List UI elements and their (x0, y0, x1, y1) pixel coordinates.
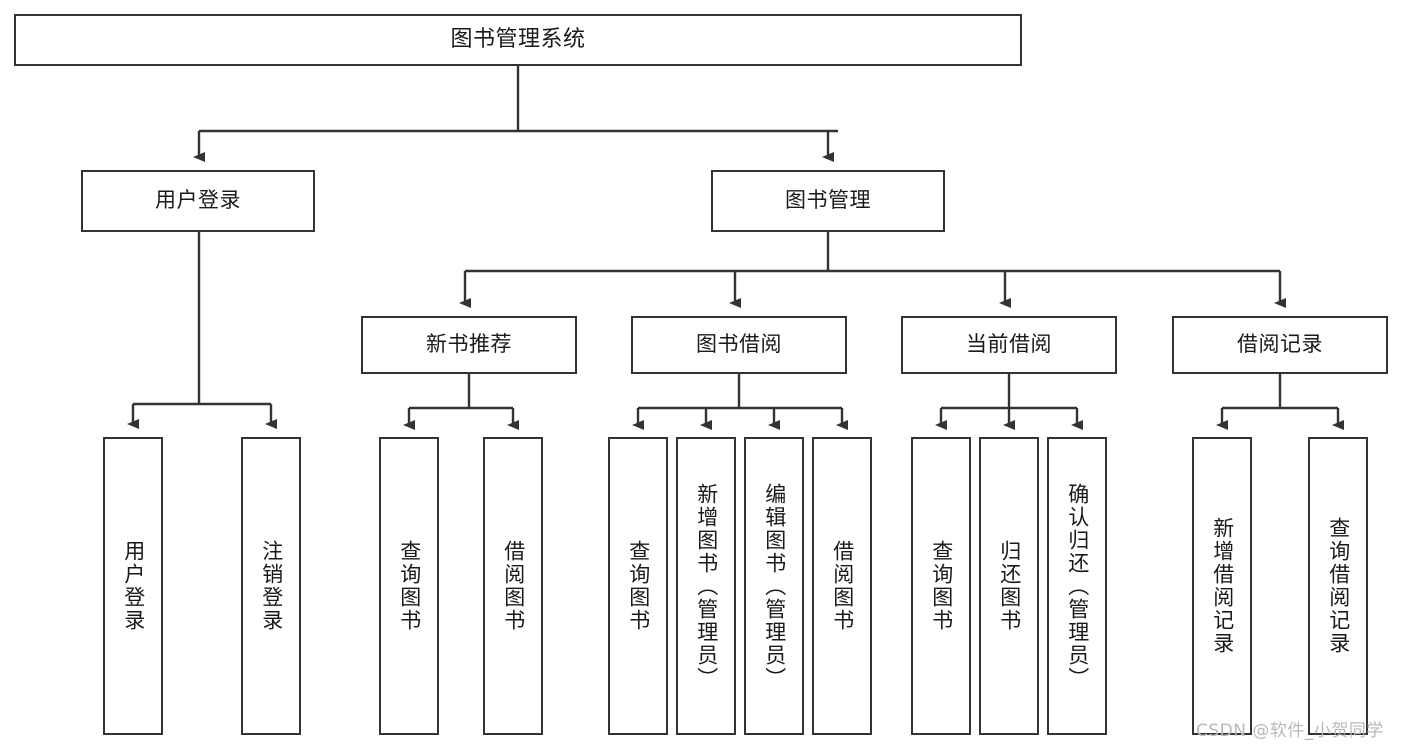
node-borrow-record-label: 借阅记录 (1237, 332, 1323, 357)
node-leaf-return-book-label: 归还图书 (997, 540, 1022, 632)
node-book-borrow[interactable]: 图书借阅 (631, 316, 847, 374)
node-leaf-borrow-book-1-label: 借阅图书 (501, 540, 526, 632)
node-user-login[interactable]: 用户登录 (81, 170, 315, 232)
node-book-borrow-label: 图书借阅 (696, 332, 782, 357)
node-leaf-user-login-label: 用户登录 (121, 540, 146, 632)
node-leaf-query-book-2[interactable]: 查询图书 (608, 437, 668, 735)
node-leaf-user-login[interactable]: 用户登录 (103, 437, 163, 735)
node-user-login-label: 用户登录 (155, 188, 241, 213)
node-leaf-query-book-1-label: 查询图书 (397, 540, 422, 632)
node-root[interactable]: 图书管理系统 (14, 14, 1022, 66)
node-leaf-borrow-book-2[interactable]: 借阅图书 (812, 437, 872, 735)
node-leaf-query-book-3-label: 查询图书 (929, 540, 954, 632)
node-leaf-return-book[interactable]: 归还图书 (979, 437, 1039, 735)
node-leaf-edit-book[interactable]: 编辑图书（管理员） (744, 437, 804, 735)
node-leaf-edit-book-label: 编辑图书（管理员） (762, 482, 787, 690)
node-leaf-borrow-book-2-label: 借阅图书 (830, 540, 855, 632)
node-new-book-recommend[interactable]: 新书推荐 (361, 316, 577, 374)
node-book-manage[interactable]: 图书管理 (711, 170, 945, 232)
node-leaf-add-book[interactable]: 新增图书（管理员） (676, 437, 736, 735)
node-leaf-query-record[interactable]: 查询借阅记录 (1308, 437, 1368, 735)
node-current-borrow[interactable]: 当前借阅 (901, 316, 1117, 374)
node-leaf-query-book-3[interactable]: 查询图书 (911, 437, 971, 735)
node-book-manage-label: 图书管理 (785, 188, 871, 213)
node-leaf-add-record-label: 新增借阅记录 (1210, 517, 1235, 655)
node-leaf-query-record-label: 查询借阅记录 (1326, 517, 1351, 655)
node-leaf-confirm-return[interactable]: 确认归还（管理员） (1047, 437, 1107, 735)
node-leaf-add-record[interactable]: 新增借阅记录 (1192, 437, 1252, 735)
node-leaf-add-book-label: 新增图书（管理员） (694, 482, 719, 690)
node-leaf-user-logout-label: 注销登录 (259, 540, 284, 632)
node-leaf-borrow-book-1[interactable]: 借阅图书 (483, 437, 543, 735)
node-leaf-user-logout[interactable]: 注销登录 (241, 437, 301, 735)
node-leaf-query-book-2-label: 查询图书 (626, 540, 651, 632)
node-borrow-record[interactable]: 借阅记录 (1172, 316, 1388, 374)
csdn-watermark: CSDN @软件_小贺同学 (1196, 721, 1384, 741)
node-leaf-confirm-return-label: 确认归还（管理员） (1065, 482, 1090, 690)
node-leaf-query-book-1[interactable]: 查询图书 (379, 437, 439, 735)
node-root-label: 图书管理系统 (450, 26, 586, 52)
node-current-borrow-label: 当前借阅 (966, 332, 1052, 357)
node-new-book-recommend-label: 新书推荐 (426, 332, 512, 357)
